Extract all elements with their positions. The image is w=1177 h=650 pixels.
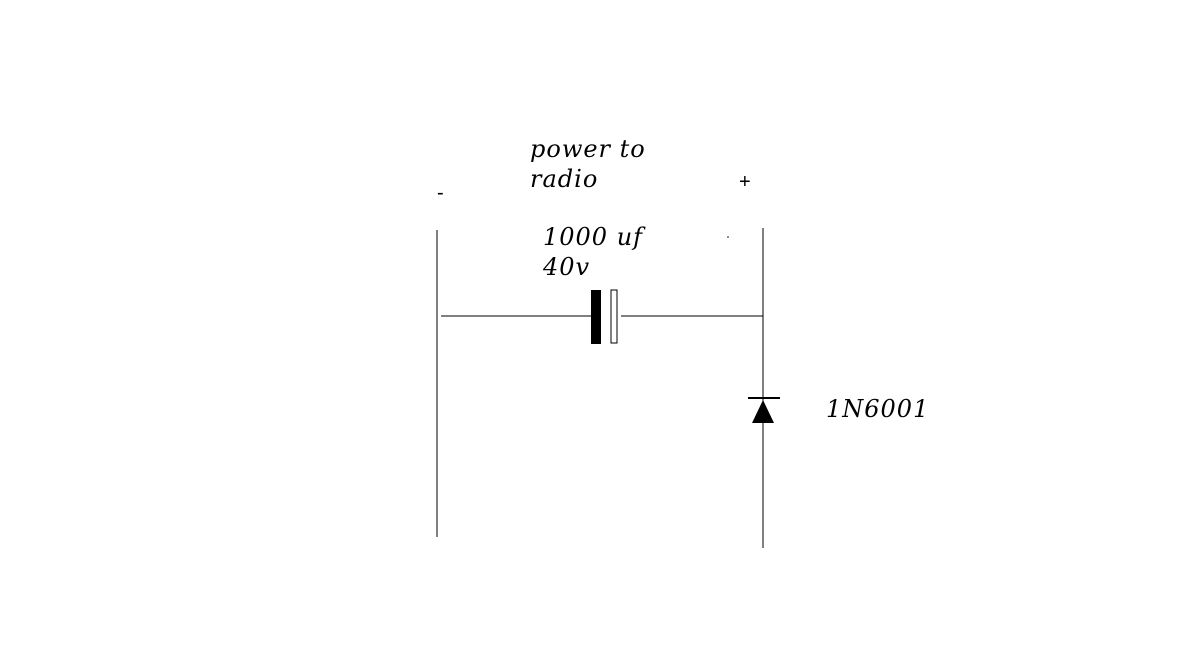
capacitor-negative-plate — [591, 290, 601, 344]
stray-mark — [727, 236, 729, 238]
capacitor-voltage-label: 40v — [543, 253, 591, 281]
negative-terminal-label: - — [437, 182, 444, 204]
capacitor-positive-plate — [610, 289, 618, 344]
power-label-line2: radio — [530, 165, 599, 193]
diode-triangle — [752, 400, 774, 423]
power-label-line1: power to — [530, 135, 646, 163]
capacitor-value-label: 1000 uf — [543, 223, 644, 251]
positive-terminal-label: + — [739, 171, 751, 193]
diode-part-label: 1N6001 — [826, 395, 930, 423]
